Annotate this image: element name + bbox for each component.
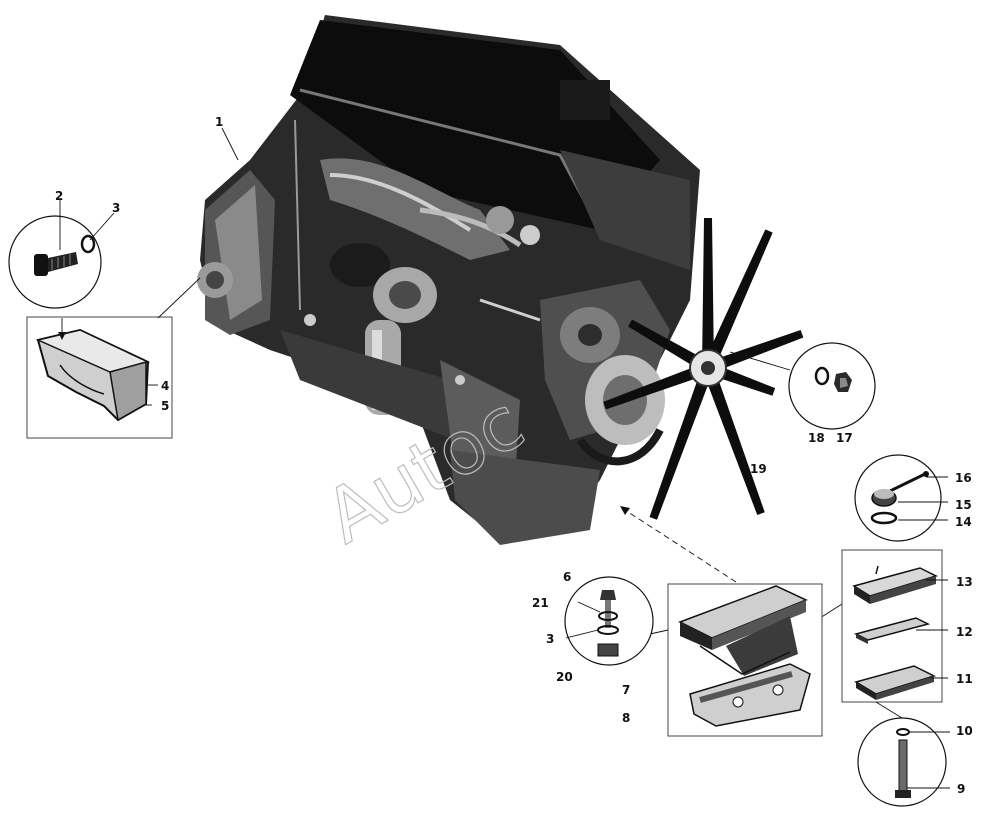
callout-19: 19 bbox=[750, 462, 767, 476]
detail-rear-upper-mount bbox=[854, 454, 948, 542]
bolt-icon bbox=[600, 590, 616, 628]
callout-4: 4 bbox=[161, 379, 169, 393]
callout-2: 2 bbox=[55, 189, 63, 203]
cooling-fan-icon bbox=[603, 218, 804, 520]
callout-18: 18 bbox=[808, 431, 825, 445]
callout-21: 21 bbox=[532, 596, 549, 610]
callout-17: 17 bbox=[836, 431, 853, 445]
callout-1: 1 bbox=[215, 115, 223, 129]
callout-20: 20 bbox=[556, 670, 573, 684]
bolt-icon bbox=[34, 252, 78, 276]
washer-icon bbox=[80, 234, 96, 254]
washer-icon bbox=[814, 366, 830, 386]
detail-rear-long-bolt bbox=[857, 701, 950, 807]
engine-mount-bracket-icon bbox=[689, 663, 811, 727]
engine-mount-bracket-icon bbox=[35, 328, 151, 422]
bolt-icon bbox=[887, 471, 929, 494]
callout-12: 12 bbox=[956, 625, 973, 639]
callout-11: 11 bbox=[956, 672, 973, 686]
rubber-cushion-icon bbox=[853, 617, 931, 644]
callout-16: 16 bbox=[955, 471, 972, 485]
callout-6: 6 bbox=[563, 570, 571, 584]
callout-3b: 3 bbox=[546, 632, 554, 646]
callout-9: 9 bbox=[957, 782, 965, 796]
detail-bolt-washer bbox=[8, 200, 115, 309]
callout-7: 7 bbox=[622, 683, 630, 697]
bolt-icon bbox=[895, 739, 911, 798]
callout-3: 3 bbox=[112, 201, 120, 215]
rubber-cushion-icon bbox=[852, 565, 939, 604]
washer-icon bbox=[870, 511, 898, 525]
engine-assembly-icon bbox=[197, 15, 700, 545]
engine-mount-bracket-icon bbox=[678, 585, 808, 676]
callout-14: 14 bbox=[955, 515, 972, 529]
detail-front-bracket bbox=[26, 277, 201, 439]
callout-labels: 1 2 3 4 5 6 7 8 9 10 11 12 13 14 15 16 1… bbox=[55, 115, 973, 796]
detail-fan-washer-nut bbox=[729, 342, 876, 430]
rubber-cushion-icon bbox=[871, 489, 897, 507]
detail-rear-pads bbox=[819, 549, 948, 703]
nut-icon bbox=[834, 372, 852, 392]
rubber-cushion-icon bbox=[854, 665, 937, 700]
callout-10: 10 bbox=[956, 724, 973, 738]
callout-13: 13 bbox=[956, 575, 973, 589]
callout-8: 8 bbox=[622, 711, 630, 725]
callout-5: 5 bbox=[161, 399, 169, 413]
detail-rear-bracket bbox=[620, 506, 823, 737]
nut-icon bbox=[597, 643, 619, 657]
callout-15: 15 bbox=[955, 498, 972, 512]
detail-rear-bolt-set bbox=[564, 576, 654, 666]
